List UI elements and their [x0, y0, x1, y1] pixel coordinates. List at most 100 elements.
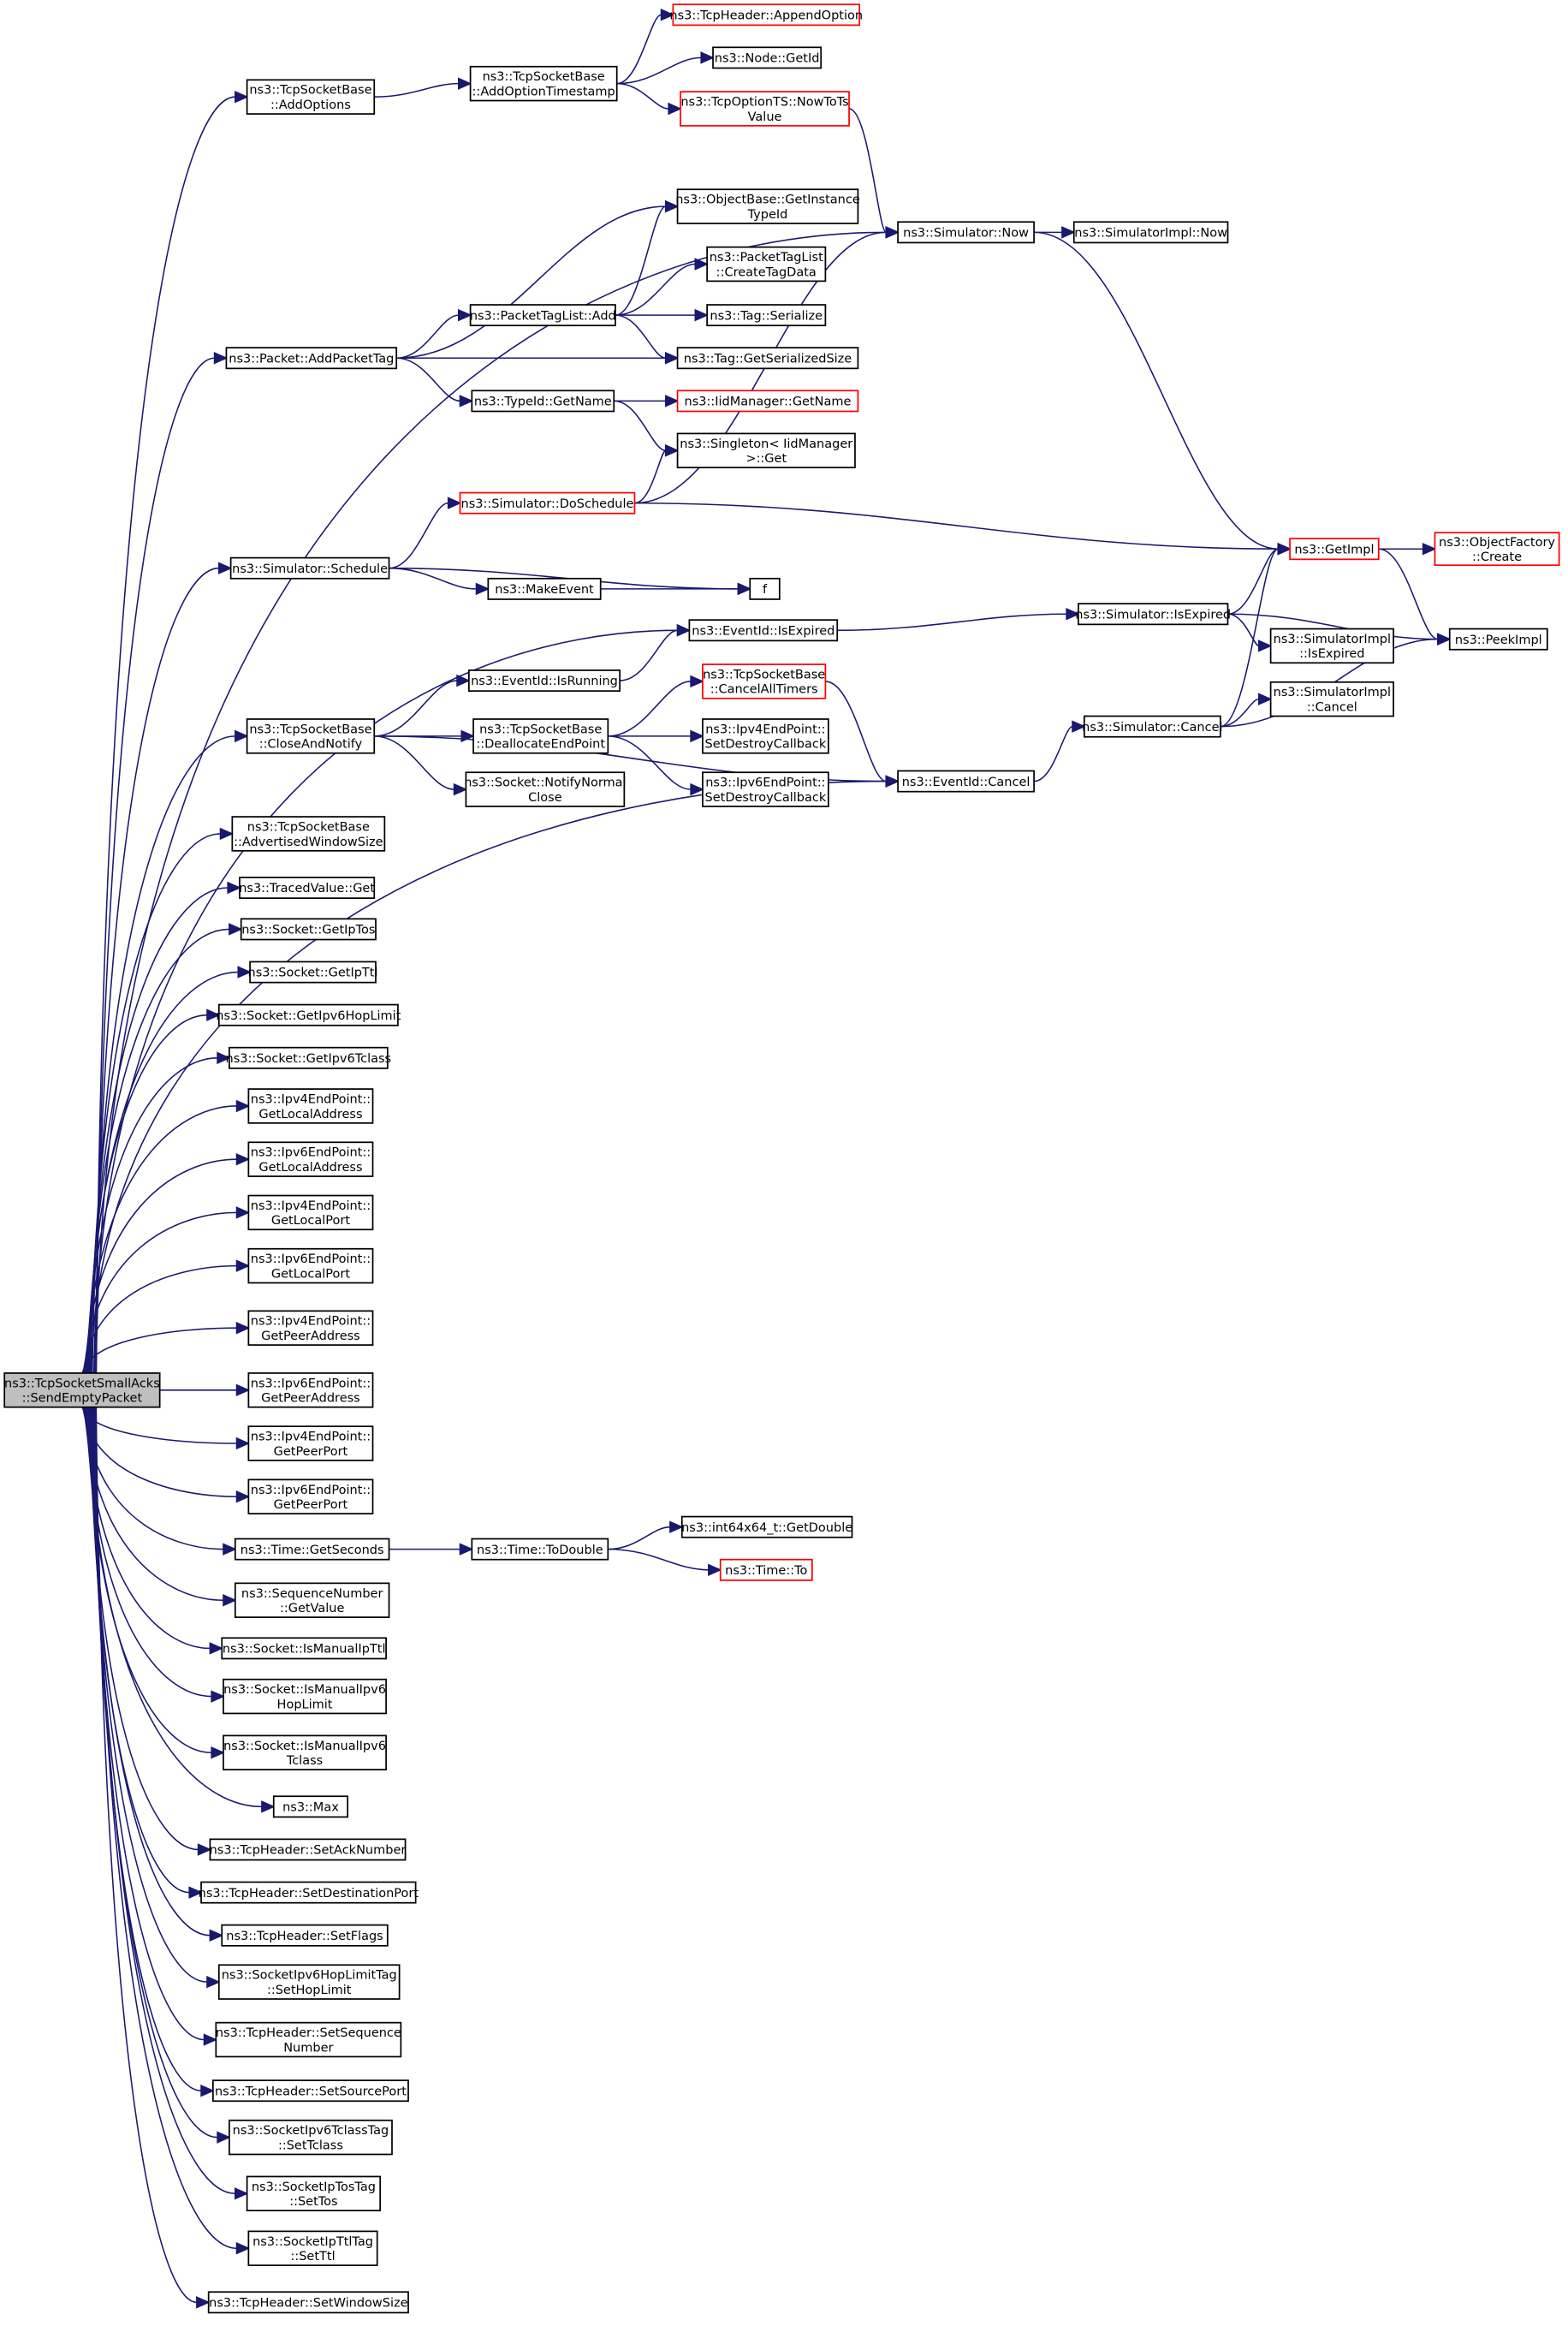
node-sim-impl-now[interactable]: ns3::SimulatorImpl::Now — [1072, 221, 1229, 244]
node-label: ::SendEmptyPacket — [22, 1392, 143, 1406]
node-close-and-notify[interactable]: ns3::TcpSocketBase::CloseAndNotify — [246, 718, 376, 754]
edge-line — [825, 681, 887, 782]
node-set-ttl[interactable]: ns3::SocketIpTtlTag::SetTtl — [247, 2230, 378, 2267]
node-set-source-port[interactable]: ns3::TcpHeader::SetSourcePort — [212, 2079, 409, 2103]
node-ipv4-get-local-address[interactable]: ns3::Ipv4EndPoint::GetLocalAddress — [247, 1088, 374, 1124]
node-add-packet-tag[interactable]: ns3::Packet::AddPacketTag — [225, 347, 398, 370]
arrowhead-icon — [664, 199, 680, 213]
node-set-destination-port[interactable]: ns3::TcpHeader::SetDestinationPort — [199, 1881, 419, 1904]
node-label: ::CancelAllTimers — [710, 683, 818, 697]
node-event-id-is-expired[interactable]: ns3::EventId::IsExpired — [688, 619, 839, 642]
node-set-tclass[interactable]: ns3::SocketIpv6TclassTag::SetTclass — [229, 2119, 393, 2156]
arrowhead-icon — [203, 2033, 218, 2046]
node-ipv4-set-destroy-callback[interactable]: ns3::Ipv4EndPoint::SetDestroyCallback — [702, 718, 829, 754]
node-sim-schedule[interactable]: ns3::Simulator::Schedule — [229, 556, 390, 580]
node-ipv4-get-peer-port[interactable]: ns3::Ipv4EndPoint::GetPeerPort — [247, 1425, 374, 1461]
edge-root-to-ipv4-get-local-port — [83, 1206, 251, 1373]
node-label: ns3::ObjectBase::GetInstance — [675, 193, 860, 207]
node-ipv4-get-local-port[interactable]: ns3::Ipv4EndPoint::GetLocalPort — [247, 1194, 374, 1231]
node-get-ip-tos[interactable]: ns3::Socket::GetIpTos — [240, 918, 377, 941]
node-label: ::CloseAndNotify — [259, 738, 363, 752]
node-event-id-is-running[interactable]: ns3::EventId::IsRunning — [468, 669, 621, 693]
node-iid-manager-get-name[interactable]: ns3::IidManager::GetName — [676, 390, 859, 413]
node-type-id-get-name[interactable]: ns3::TypeId::GetName — [471, 390, 615, 413]
node-root[interactable]: ns3::TcpSocketSmallAcks::SendEmptyPacket — [3, 1372, 161, 1408]
node-tag-serialize[interactable]: ns3::Tag::Serialize — [706, 304, 827, 327]
node-traced-value-get[interactable]: ns3::TracedValue::Get — [239, 877, 375, 899]
node-label: ns3::Socket::IsManualIpv6 — [223, 1740, 386, 1753]
node-get-ipv6-tclass[interactable]: ns3::Socket::GetIpv6Tclass — [226, 1046, 392, 1069]
node-append-option[interactable]: ns3::TcpHeader::AppendOption — [669, 3, 863, 27]
node-singleton-get[interactable]: ns3::Singleton< IidManager>::Get — [676, 432, 856, 469]
node-make-event[interactable]: ns3::MakeEvent — [487, 577, 602, 600]
node-deallocate-end-point[interactable]: ns3::TcpSocketBase::DeallocateEndPoint — [472, 718, 609, 754]
node-cancel-all-timers[interactable]: ns3::TcpSocketBase::CancelAllTimers — [702, 663, 827, 699]
node-f[interactable]: f — [749, 577, 781, 600]
edge-line — [1378, 548, 1439, 640]
node-packet-tag-list-add[interactable]: ns3::PacketTagList::Add — [469, 304, 616, 327]
node-event-id-cancel[interactable]: ns3::EventId::Cancel — [897, 770, 1035, 793]
node-tag-get-serialized-size[interactable]: ns3::Tag::GetSerializedSize — [676, 347, 859, 370]
node-do-schedule[interactable]: ns3::Simulator::DoSchedule — [459, 491, 636, 515]
arrowhead-icon — [1072, 720, 1086, 733]
node-is-manual-ip-ttl[interactable]: ns3::Socket::IsManualIpTtl — [221, 1637, 387, 1660]
node-get-ip-ttl[interactable]: ns3::Socket::GetIpTtl — [248, 961, 378, 984]
node-sim-is-expired[interactable]: ns3::Simulator::IsExpired — [1075, 603, 1231, 626]
edge-root-to-time-get-seconds — [83, 1407, 237, 1556]
edge-line — [848, 108, 888, 234]
node-box — [272, 1795, 349, 1818]
node-box — [680, 1515, 853, 1538]
arrowhead-icon — [188, 1886, 203, 1899]
node-seq-get-value[interactable]: ns3::SequenceNumber::GetValue — [234, 1582, 390, 1618]
node-box — [676, 390, 859, 413]
node-ipv6-get-peer-port[interactable]: ns3::Ipv6EndPoint::GetPeerPort — [247, 1478, 374, 1514]
node-sim-cancel[interactable]: ns3::Simulator::Cancel — [1082, 715, 1223, 738]
node-set-flags[interactable]: ns3::TcpHeader::SetFlags — [221, 1924, 389, 1947]
node-label: ns3::Socket::NotifyNormal — [464, 776, 626, 790]
node-ipv6-set-destroy-callback[interactable]: ns3::Ipv6EndPoint::SetDestroyCallback — [702, 771, 829, 807]
edge-line — [81, 1407, 237, 1444]
node-sim-impl-is-expired[interactable]: ns3::SimulatorImpl::IsExpired — [1269, 628, 1394, 664]
node-time-to-double[interactable]: ns3::Time::ToDouble — [471, 1538, 609, 1561]
arrowhead-icon — [694, 258, 710, 271]
edge-sim-cancel-to-get-impl — [1220, 542, 1292, 728]
node-node-get-id[interactable]: ns3::Node::GetId — [712, 46, 823, 69]
node-ipv6-get-local-address[interactable]: ns3::Ipv6EndPoint::GetLocalAddress — [247, 1141, 374, 1177]
node-label: SetDestroyCallback — [705, 738, 827, 752]
arrowhead-icon — [223, 1593, 237, 1607]
node-advertised-window-size[interactable]: ns3::TcpSocketBase::AdvertisedWindowSize — [231, 816, 386, 852]
node-set-ack-number[interactable]: ns3::TcpHeader::SetAckNumber — [209, 1838, 407, 1861]
node-set-tos[interactable]: ns3::SocketIpTosTag::SetTos — [246, 2175, 382, 2212]
node-get-impl[interactable]: ns3::GetImpl — [1289, 538, 1380, 561]
node-label: Value — [748, 110, 782, 124]
node-set-hop-limit[interactable]: ns3::SocketIpv6HopLimitTag::SetHopLimit — [217, 1964, 401, 2000]
edge-line — [83, 1407, 223, 1550]
node-time-get-seconds[interactable]: ns3::Time::GetSeconds — [234, 1538, 390, 1561]
node-int64-get-double[interactable]: ns3::int64x64_t::GetDouble — [680, 1515, 853, 1538]
node-create-tag-data[interactable]: ns3::PacketTagList::CreateTagData — [706, 246, 827, 283]
node-time-to[interactable]: ns3::Time::To — [719, 1558, 813, 1581]
node-ipv6-get-peer-address[interactable]: ns3::Ipv6EndPoint::GetPeerAddress — [247, 1372, 374, 1408]
node-sim-impl-cancel[interactable]: ns3::SimulatorImpl::Cancel — [1269, 681, 1394, 717]
node-ipv6-get-local-port[interactable]: ns3::Ipv6EndPoint::GetLocalPort — [247, 1247, 374, 1284]
node-sim-now[interactable]: ns3::Simulator::Now — [897, 221, 1035, 244]
node-max[interactable]: ns3::Max — [272, 1795, 349, 1818]
node-add-option-timestamp[interactable]: ns3::TcpSocketBase::AddOptionTimestamp — [469, 65, 618, 102]
arrowhead-icon — [213, 352, 229, 365]
node-label: GetPeerPort — [274, 1445, 348, 1459]
edge-line — [634, 449, 667, 504]
node-peek-impl[interactable]: ns3::PeekImpl — [1448, 628, 1548, 651]
node-add-options[interactable]: ns3::TcpSocketBase::AddOptions — [246, 79, 376, 115]
node-object-factory-create[interactable]: ns3::ObjectFactory::Create — [1434, 532, 1560, 567]
node-set-window-size[interactable]: ns3::TcpHeader::SetWindowSize — [207, 2291, 409, 2314]
node-get-ipv6-hop-limit[interactable]: ns3::Socket::GetIpv6HopLimit — [216, 1003, 401, 1026]
node-label: ns3::TcpHeader::SetAckNumber — [210, 1844, 407, 1858]
node-label: ns3::SocketIpTtlTag — [252, 2235, 373, 2249]
node-ipv4-get-peer-address[interactable]: ns3::Ipv4EndPoint::GetPeerAddress — [247, 1310, 374, 1346]
